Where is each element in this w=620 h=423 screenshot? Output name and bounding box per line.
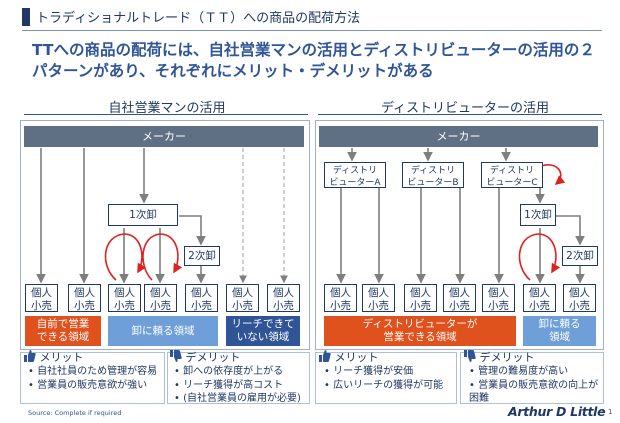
right-shop-6: 個人 小売 — [523, 284, 556, 312]
right-demerit-label: デメリット — [479, 351, 535, 364]
left-shop-3: 個人 小売 — [108, 284, 141, 312]
left-merit-box — [20, 352, 165, 404]
left-zone-own-sales: 自前で営業 できる領域 — [25, 316, 101, 346]
right-demerit-list: 管理の難易度が高い 営業員の販売意欲の向上が困難 — [469, 365, 601, 406]
left-zone-unreached: リーチできて いない領域 — [226, 316, 300, 346]
right-shop-1: 個人 小売 — [324, 284, 357, 312]
right-merit-list: リーチ獲得が安価 広いリーチの獲得が可能 — [324, 365, 443, 392]
list-item: 自社社員のため管理が容易 — [28, 365, 157, 379]
page-number: 1 — [608, 408, 613, 416]
left-merit-title: メリット — [24, 349, 84, 365]
thumbs-up-icon — [319, 350, 331, 362]
left-section-heading: 自社営業マンの活用 — [108, 101, 226, 116]
right-section-heading: ディストリビューターの活用 — [380, 101, 550, 116]
thumbs-down-icon — [464, 350, 476, 362]
thumbs-down-icon — [170, 350, 182, 362]
left-arrows — [36, 148, 206, 284]
list-item: 卸への依存度が上がる — [174, 365, 301, 379]
left-red-loops — [104, 233, 183, 281]
right-shop-5: 個人 小売 — [482, 284, 515, 312]
list-item: 広いリーチの獲得が可能 — [324, 379, 443, 393]
left-wholesaler-1: 1次卸 — [108, 204, 178, 226]
title-accent-bar — [22, 8, 30, 26]
list-item: リーチ獲得が安価 — [324, 365, 443, 379]
left-shop-4: 個人 小売 — [144, 284, 177, 312]
right-merit-label: メリット — [334, 351, 379, 364]
distributor-c: ディストリ ビューターC — [481, 162, 543, 188]
left-shop-7: 個人 小売 — [267, 284, 300, 312]
thumbs-up-icon — [24, 350, 36, 362]
right-shop-2: 個人 小売 — [362, 284, 395, 312]
right-wholesaler-2: 2次卸 — [562, 246, 598, 266]
distributor-a: ディストリ ビューターA — [324, 162, 386, 188]
distributor-b: ディストリ ビューターB — [402, 162, 464, 188]
list-item: 営業員の販売意欲が強い — [28, 379, 157, 393]
right-zone-wholesaler: 卸に頼る 領域 — [523, 316, 596, 346]
right-maker-bar: メーカー — [319, 126, 598, 147]
right-merit-title: メリット — [319, 349, 379, 365]
page-title: トラディショナルトレード（ＴＴ）への商品の配荷方法 — [36, 11, 361, 26]
left-demerit-list: 卸への依存度が上がる リーチ獲得が高コスト (自社営業員の雇用が必要) — [174, 365, 301, 406]
list-item: 管理の難易度が高い — [469, 365, 601, 379]
left-shop-1: 個人 小売 — [25, 284, 58, 312]
left-demerit-label: デメリット — [185, 351, 241, 364]
right-merit-box — [315, 352, 457, 404]
right-shop-7: 個人 小売 — [563, 284, 596, 312]
left-section-rule — [24, 114, 308, 115]
list-item: リーチ獲得が高コスト — [174, 379, 301, 393]
right-zone-distributor: ディストリビューターが 営業できる領域 — [324, 316, 516, 346]
left-merit-list: 自社社員のため管理が容易 営業員の販売意欲が強い — [28, 365, 157, 392]
left-shop-6: 個人 小売 — [226, 284, 259, 312]
left-shop-2: 個人 小売 — [68, 284, 101, 312]
list-item: 営業員の販売意欲の向上が困難 — [469, 379, 601, 406]
right-section-rule — [318, 114, 602, 115]
list-item: (自社営業員の雇用が必要) — [174, 392, 301, 406]
intro-text: TTへの商品の配荷には、自社営業マンの活用とディストリビューターの活用の２パター… — [32, 41, 595, 80]
right-shop-4: 個人 小売 — [443, 284, 476, 312]
left-zone-wholesaler: 卸に頼る領域 — [108, 316, 218, 346]
left-dashed-arrows — [239, 148, 288, 284]
title-divider — [22, 30, 602, 31]
left-merit-label: メリット — [39, 351, 84, 364]
left-demerit-title: デメリット — [170, 349, 241, 365]
right-wholesaler-1: 1次卸 — [520, 204, 556, 226]
right-arrows — [336, 148, 585, 284]
right-demerit-title: デメリット — [464, 349, 535, 365]
source-note: Source: Complete if required — [28, 409, 122, 417]
company-logo: Arthur D Little — [508, 404, 606, 419]
demerit-note: (自社営業員の雇用が必要) — [183, 393, 301, 404]
left-wholesaler-2: 2次卸 — [184, 246, 220, 266]
left-maker-bar: メーカー — [24, 126, 304, 147]
right-shop-3: 個人 小売 — [404, 284, 437, 312]
left-shop-5: 個人 小売 — [185, 284, 218, 312]
